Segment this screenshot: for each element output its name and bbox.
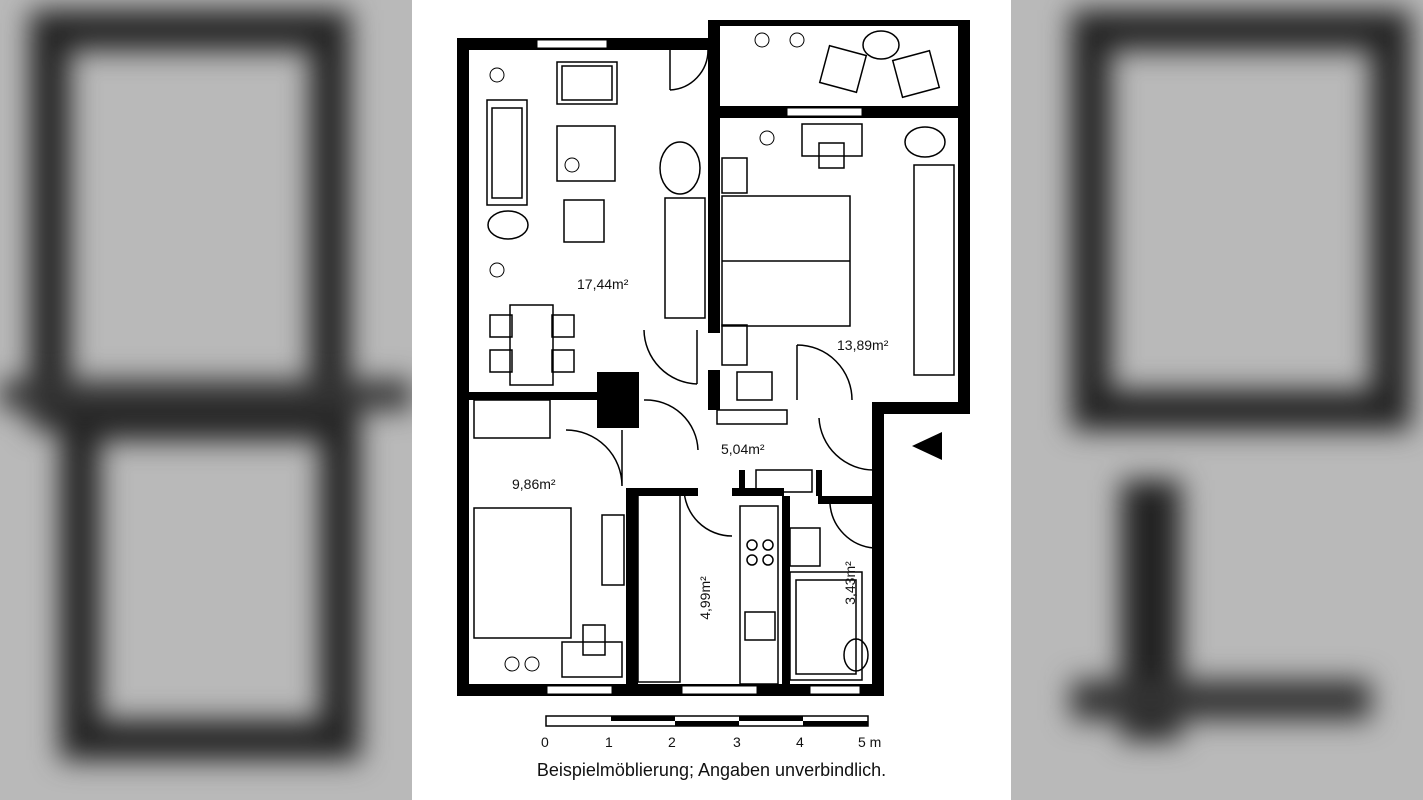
scale-tick-2: 2 bbox=[668, 734, 676, 750]
scale-tick-3: 3 bbox=[733, 734, 741, 750]
area-hallway: 5,04m² bbox=[721, 441, 765, 457]
scale-bar bbox=[545, 715, 869, 727]
furniture bbox=[473, 30, 955, 685]
scale-tick-0: 0 bbox=[541, 734, 549, 750]
floor-plan-drawing bbox=[457, 20, 970, 727]
scale-tick-1: 1 bbox=[605, 734, 613, 750]
blurred-backdrop-left bbox=[0, 0, 412, 800]
scale-tick-4: 4 bbox=[796, 734, 804, 750]
entrance-arrow-icon bbox=[912, 432, 942, 460]
area-bathroom: 3,43m² bbox=[841, 561, 858, 605]
blurred-backdrop-right bbox=[1011, 0, 1423, 800]
area-living-room: 17,44m² bbox=[577, 276, 629, 292]
scale-tick-5: 5 m bbox=[858, 734, 882, 750]
windows bbox=[536, 39, 863, 695]
floor-plan-sheet: 17,44m² 13,89m² 5,04m² 9,86m² 4,99m² 3,4… bbox=[412, 0, 1011, 800]
area-bedroom: 13,89m² bbox=[837, 337, 889, 353]
plants bbox=[489, 32, 805, 672]
walls bbox=[457, 20, 970, 696]
doors bbox=[565, 49, 875, 549]
area-kitchen: 4,99m² bbox=[696, 576, 713, 620]
disclaimer-caption: Beispielmöblierung; Angaben unverbindlic… bbox=[536, 760, 887, 780]
area-child-room: 9,86m² bbox=[512, 476, 556, 492]
